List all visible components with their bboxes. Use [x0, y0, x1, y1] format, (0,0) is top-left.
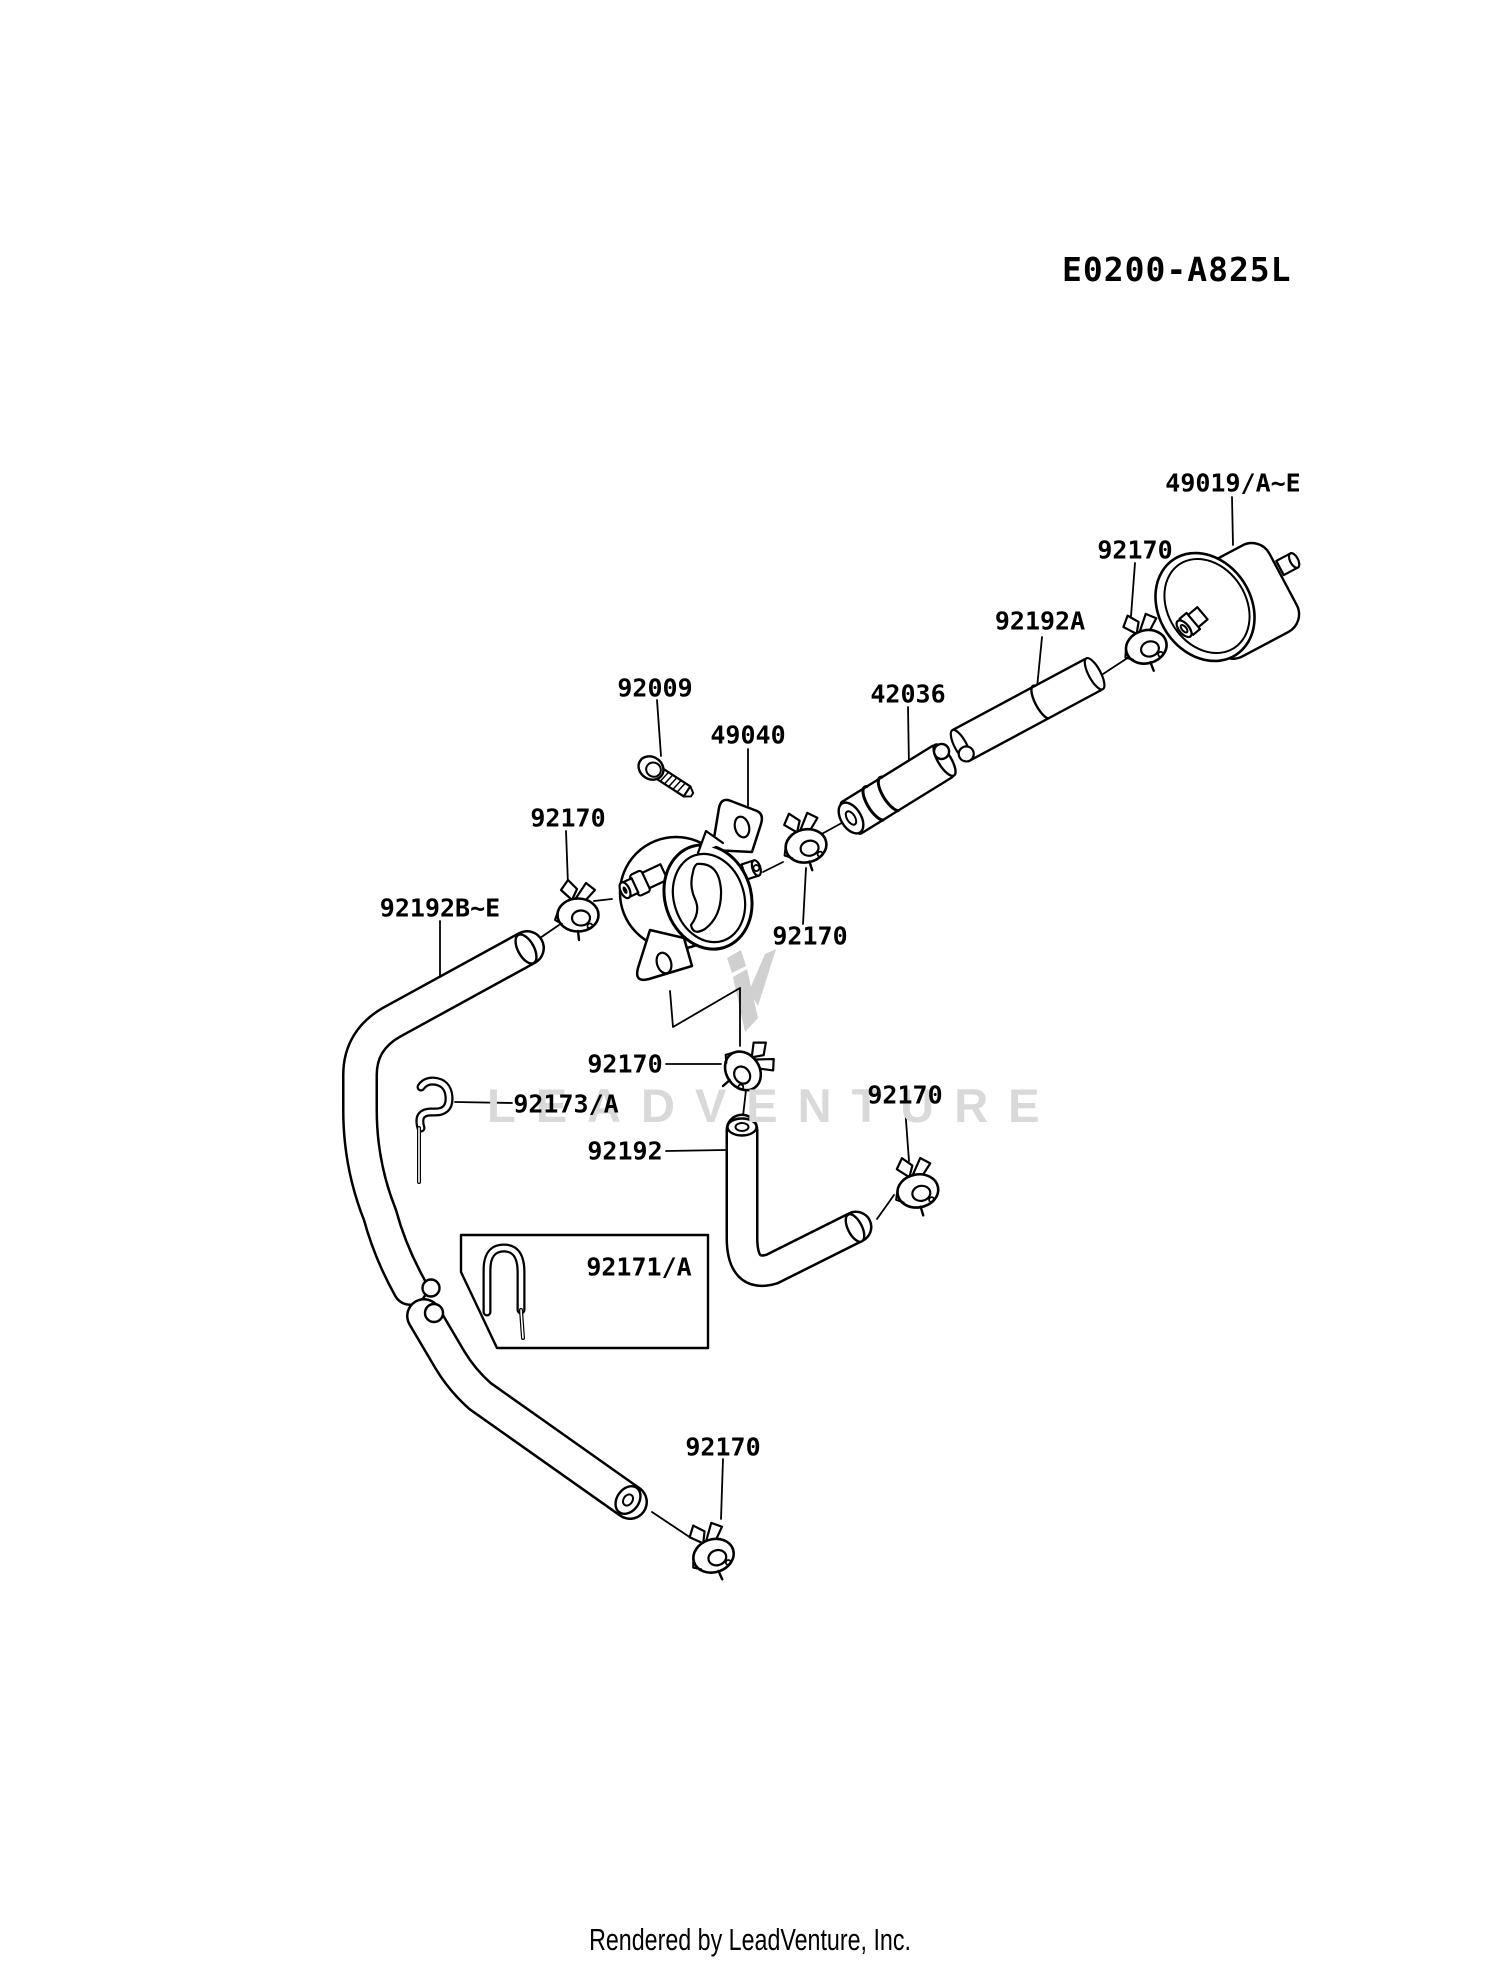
fuel-pipe — [837, 742, 957, 835]
part-label-return-hose: 92192 — [587, 1136, 663, 1166]
part-label-fuel-filter: 49019/A~E — [1165, 468, 1301, 498]
fuel-hose-b-e-lower — [406, 1278, 648, 1520]
part-label-return-top-clamp: 92170 — [587, 1049, 663, 1079]
leader-lines — [439, 496, 1234, 1539]
watermark-text: LEADVENTURE — [487, 1079, 1060, 1132]
part-label-pipe: 42036 — [870, 679, 946, 709]
return-hose — [725, 1113, 873, 1287]
lower-hose-clamp — [679, 1514, 743, 1588]
fuel-filter — [1154, 541, 1301, 663]
part-label-filter-clamp: 92170 — [1097, 535, 1173, 565]
pump-inlet-clamp — [553, 878, 600, 942]
pump-screw — [637, 755, 695, 798]
part-label-hose-b-e: 92192B~E — [379, 893, 501, 923]
return-hose-end-clamp — [887, 1151, 944, 1221]
fuel-hose-a — [949, 656, 1106, 763]
footer-credit: Rendered by LeadVenture, Inc. — [589, 1922, 911, 1957]
part-label-pump-inlet-clamp: 92170 — [530, 803, 606, 833]
fuel-hose-b-e — [342, 930, 545, 1306]
leadventure-v-icon — [727, 949, 776, 1032]
part-label-boxed-clip: 92171/A — [586, 1252, 692, 1282]
boxed-hose-clip — [482, 1243, 526, 1340]
part-label-screw: 92009 — [617, 673, 693, 703]
part-label-hose-clip: 92173/A — [513, 1089, 619, 1119]
fuel-pump — [618, 798, 764, 982]
part-label-return-end-clamp: 92170 — [867, 1080, 943, 1110]
part-label-hose-a: 92192A — [994, 606, 1086, 636]
pump-outlet-clamp — [774, 806, 833, 877]
part-label-lower-clamp: 92170 — [685, 1432, 761, 1462]
part-label-pump: 49040 — [710, 720, 786, 750]
part-label-pump-outlet-clamp: 92170 — [772, 921, 848, 951]
drawing-number: E0200-A825L — [1062, 250, 1292, 289]
hose-clip — [415, 1076, 454, 1184]
